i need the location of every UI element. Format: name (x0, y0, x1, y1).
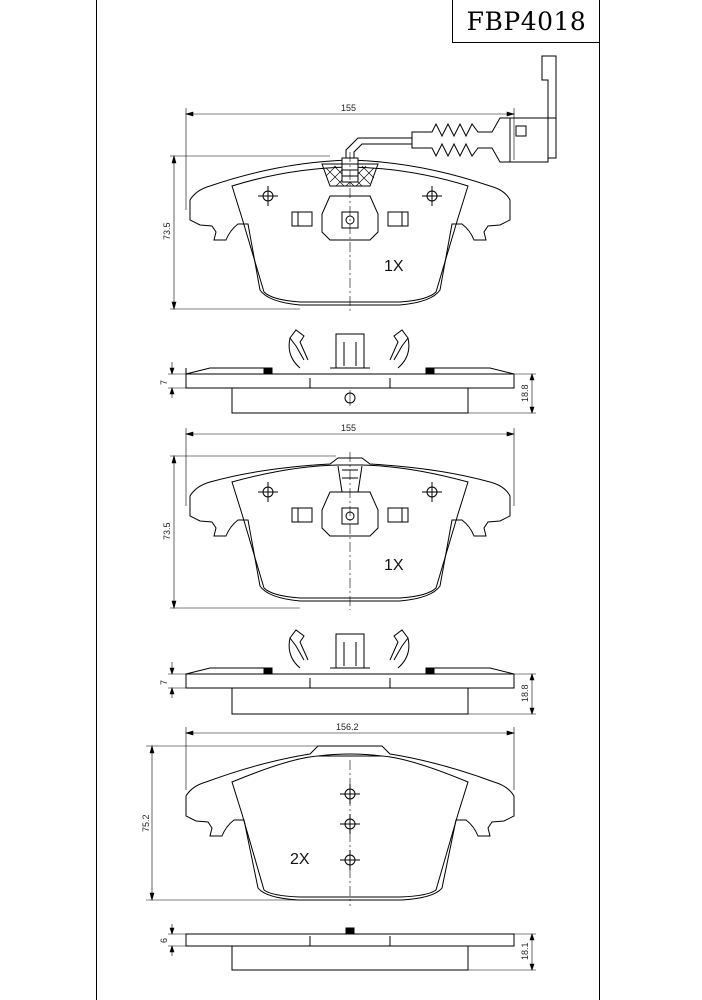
pad3-friction-material (231, 755, 469, 898)
pad3-side-backing (185, 933, 515, 947)
pad3-total-label: 18.1 (520, 942, 530, 960)
pad2-left-tab (291, 507, 313, 523)
pad1-clip-body (335, 333, 365, 369)
pad2-width-dimension (184, 428, 516, 506)
pad1-sensor-connector (509, 55, 557, 163)
pad1-left-tab (291, 211, 313, 227)
pad2-height-dimension (170, 454, 336, 610)
pad3-height-label: 75.2 (141, 814, 151, 832)
pad2-spring-clip (289, 629, 409, 661)
pad1-quantity-label: 1X (384, 258, 404, 275)
pad1-sensor-wire (345, 137, 412, 158)
pad1-height-label: 73.5 (162, 222, 172, 240)
pad3-side-view (168, 924, 536, 971)
pad1-thickness-label: 7 (159, 380, 169, 385)
pad2-side-backing (185, 673, 515, 689)
pad2-friction-material (231, 464, 469, 599)
pad1-rivet-left (258, 186, 278, 206)
pad3-width-dimension (184, 727, 516, 790)
pad1-rivet-right (422, 186, 442, 206)
pad3-front-view (146, 727, 516, 906)
pad2-front-view (170, 428, 516, 610)
pad1-side-friction (231, 388, 469, 414)
pad1-friction-material (231, 166, 469, 303)
pad2-height-label: 73.5 (162, 522, 172, 540)
pad1-sensor-mount (321, 163, 379, 187)
pad2-backing-plate (189, 457, 511, 602)
pad1-side-backing (185, 373, 515, 389)
pad2-side-view (168, 629, 536, 715)
part-number: FBP4018 (466, 6, 587, 36)
pad1-height-dimension (170, 154, 330, 311)
pad2-width-label: 155 (341, 423, 356, 433)
pad2-total-label: 18.8 (520, 684, 530, 702)
pad3-quantity-label: 2X (290, 851, 310, 868)
pad1-front-view (170, 55, 557, 314)
pad2-rivet-right (422, 482, 442, 502)
pad1-side-view (168, 329, 536, 414)
right-frame-border (599, 0, 600, 1000)
left-frame-border (96, 0, 97, 1000)
part-number-box: FBP4018 (452, 0, 600, 43)
pad3-width-label: 156.2 (336, 722, 359, 732)
pad1-spring-clip (289, 329, 409, 361)
pad1-total-label: 18.8 (520, 384, 530, 402)
pad1-center-boss (321, 195, 379, 241)
pad3-height-dimension (146, 744, 318, 902)
pad2-quantity-label: 1X (384, 557, 404, 574)
pad3-side-friction (231, 946, 469, 971)
pad2-side-friction (231, 688, 469, 715)
pad1-right-tab (387, 211, 409, 227)
pad2-center-boss (321, 491, 379, 537)
pad2-rivet-left (258, 482, 278, 502)
pad2-right-tab (387, 507, 409, 523)
pad2-clip-body (335, 633, 365, 669)
pad1-sensor-bellows (411, 117, 511, 163)
pad3-backing-plate (185, 745, 515, 901)
pad3-thickness-label: 6 (159, 938, 169, 943)
pad1-width-label: 155 (341, 103, 356, 113)
pad1-width-dimension (184, 108, 516, 210)
pad2-thickness-label: 7 (159, 680, 169, 685)
